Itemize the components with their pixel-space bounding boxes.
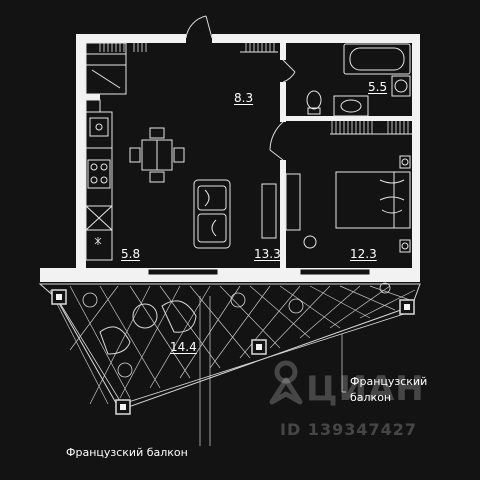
bedroom-wardrobe — [285, 173, 317, 249]
room-area-terrace: 14.4 — [170, 340, 197, 354]
kitchen-furniture — [85, 42, 147, 261]
kitchen-sparkle — [94, 237, 102, 245]
bathroom-door — [282, 59, 296, 83]
french-balcony-label-right-line1: Французский — [350, 375, 428, 388]
watermark-listing-id: ID 139347427 — [280, 420, 417, 439]
entrance-door — [185, 15, 213, 39]
location-pin-icon — [269, 360, 303, 405]
bedroom-door — [269, 121, 284, 161]
dining-table — [129, 127, 185, 183]
french-balcony-label-bottom: Французский балкон — [66, 446, 188, 459]
bed — [335, 155, 411, 253]
room-area-bedroom: 12.3 — [350, 247, 377, 261]
french-balcony-label-right-line2: балкон — [350, 391, 392, 404]
bathroom-fixtures — [240, 43, 412, 135]
room-area-hallway: 8.3 — [234, 91, 254, 105]
sofa — [193, 179, 231, 249]
annotation-leaders — [199, 296, 346, 446]
room-area-kitchen: 5.8 — [121, 247, 141, 261]
room-area-bathroom: 5.5 — [368, 80, 388, 94]
room-area-living-room: 13.3 — [254, 247, 281, 261]
windows — [147, 268, 371, 276]
watermark-brand: ЦИАН — [306, 369, 425, 409]
tv-stand — [261, 183, 277, 239]
